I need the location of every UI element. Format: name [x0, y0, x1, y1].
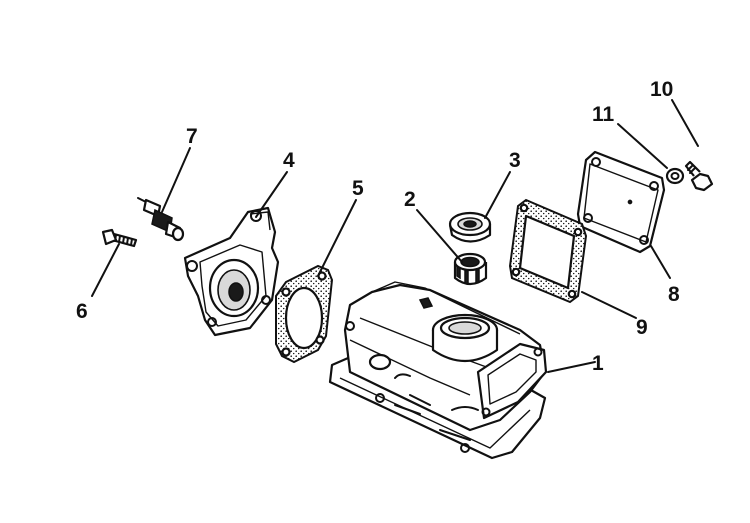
leader-11 — [617, 123, 668, 169]
part-3-seal — [448, 211, 492, 243]
callout-numbers: 1 2 3 4 5 6 7 8 9 10 11 — [76, 78, 680, 375]
leader-10 — [671, 99, 699, 147]
callout-8: 8 — [668, 283, 680, 306]
leader-8 — [650, 245, 671, 279]
part-6-screw — [101, 228, 138, 248]
part-1-housing — [328, 281, 548, 460]
callout-11: 11 — [592, 103, 615, 126]
part-10-screw — [684, 160, 714, 192]
part-9-plate-gasket — [508, 198, 588, 304]
part-5-gasket — [275, 264, 334, 364]
leader-4 — [255, 171, 288, 218]
callout-6: 6 — [76, 300, 88, 323]
part-7-fitting — [137, 197, 185, 242]
callout-1: 1 — [592, 352, 604, 375]
callout-4: 4 — [283, 149, 295, 172]
callout-9: 9 — [636, 316, 648, 339]
callout-5: 5 — [352, 177, 364, 200]
leader-5 — [317, 199, 357, 277]
leader-lines — [91, 99, 699, 373]
callout-7: 7 — [186, 125, 198, 148]
leader-6 — [91, 243, 120, 297]
callout-3: 3 — [509, 149, 521, 172]
leader-7 — [161, 147, 191, 213]
part-11-washer — [665, 167, 685, 185]
callout-2: 2 — [404, 188, 416, 211]
part-2-needle-bearing — [453, 252, 488, 286]
leader-1 — [547, 361, 596, 373]
leader-2 — [416, 209, 463, 263]
part-8-cover-plate — [576, 150, 666, 254]
callout-10: 10 — [650, 78, 673, 101]
part-4-end-cover — [183, 206, 280, 337]
leader-9 — [581, 291, 637, 319]
leader-3 — [484, 171, 511, 219]
